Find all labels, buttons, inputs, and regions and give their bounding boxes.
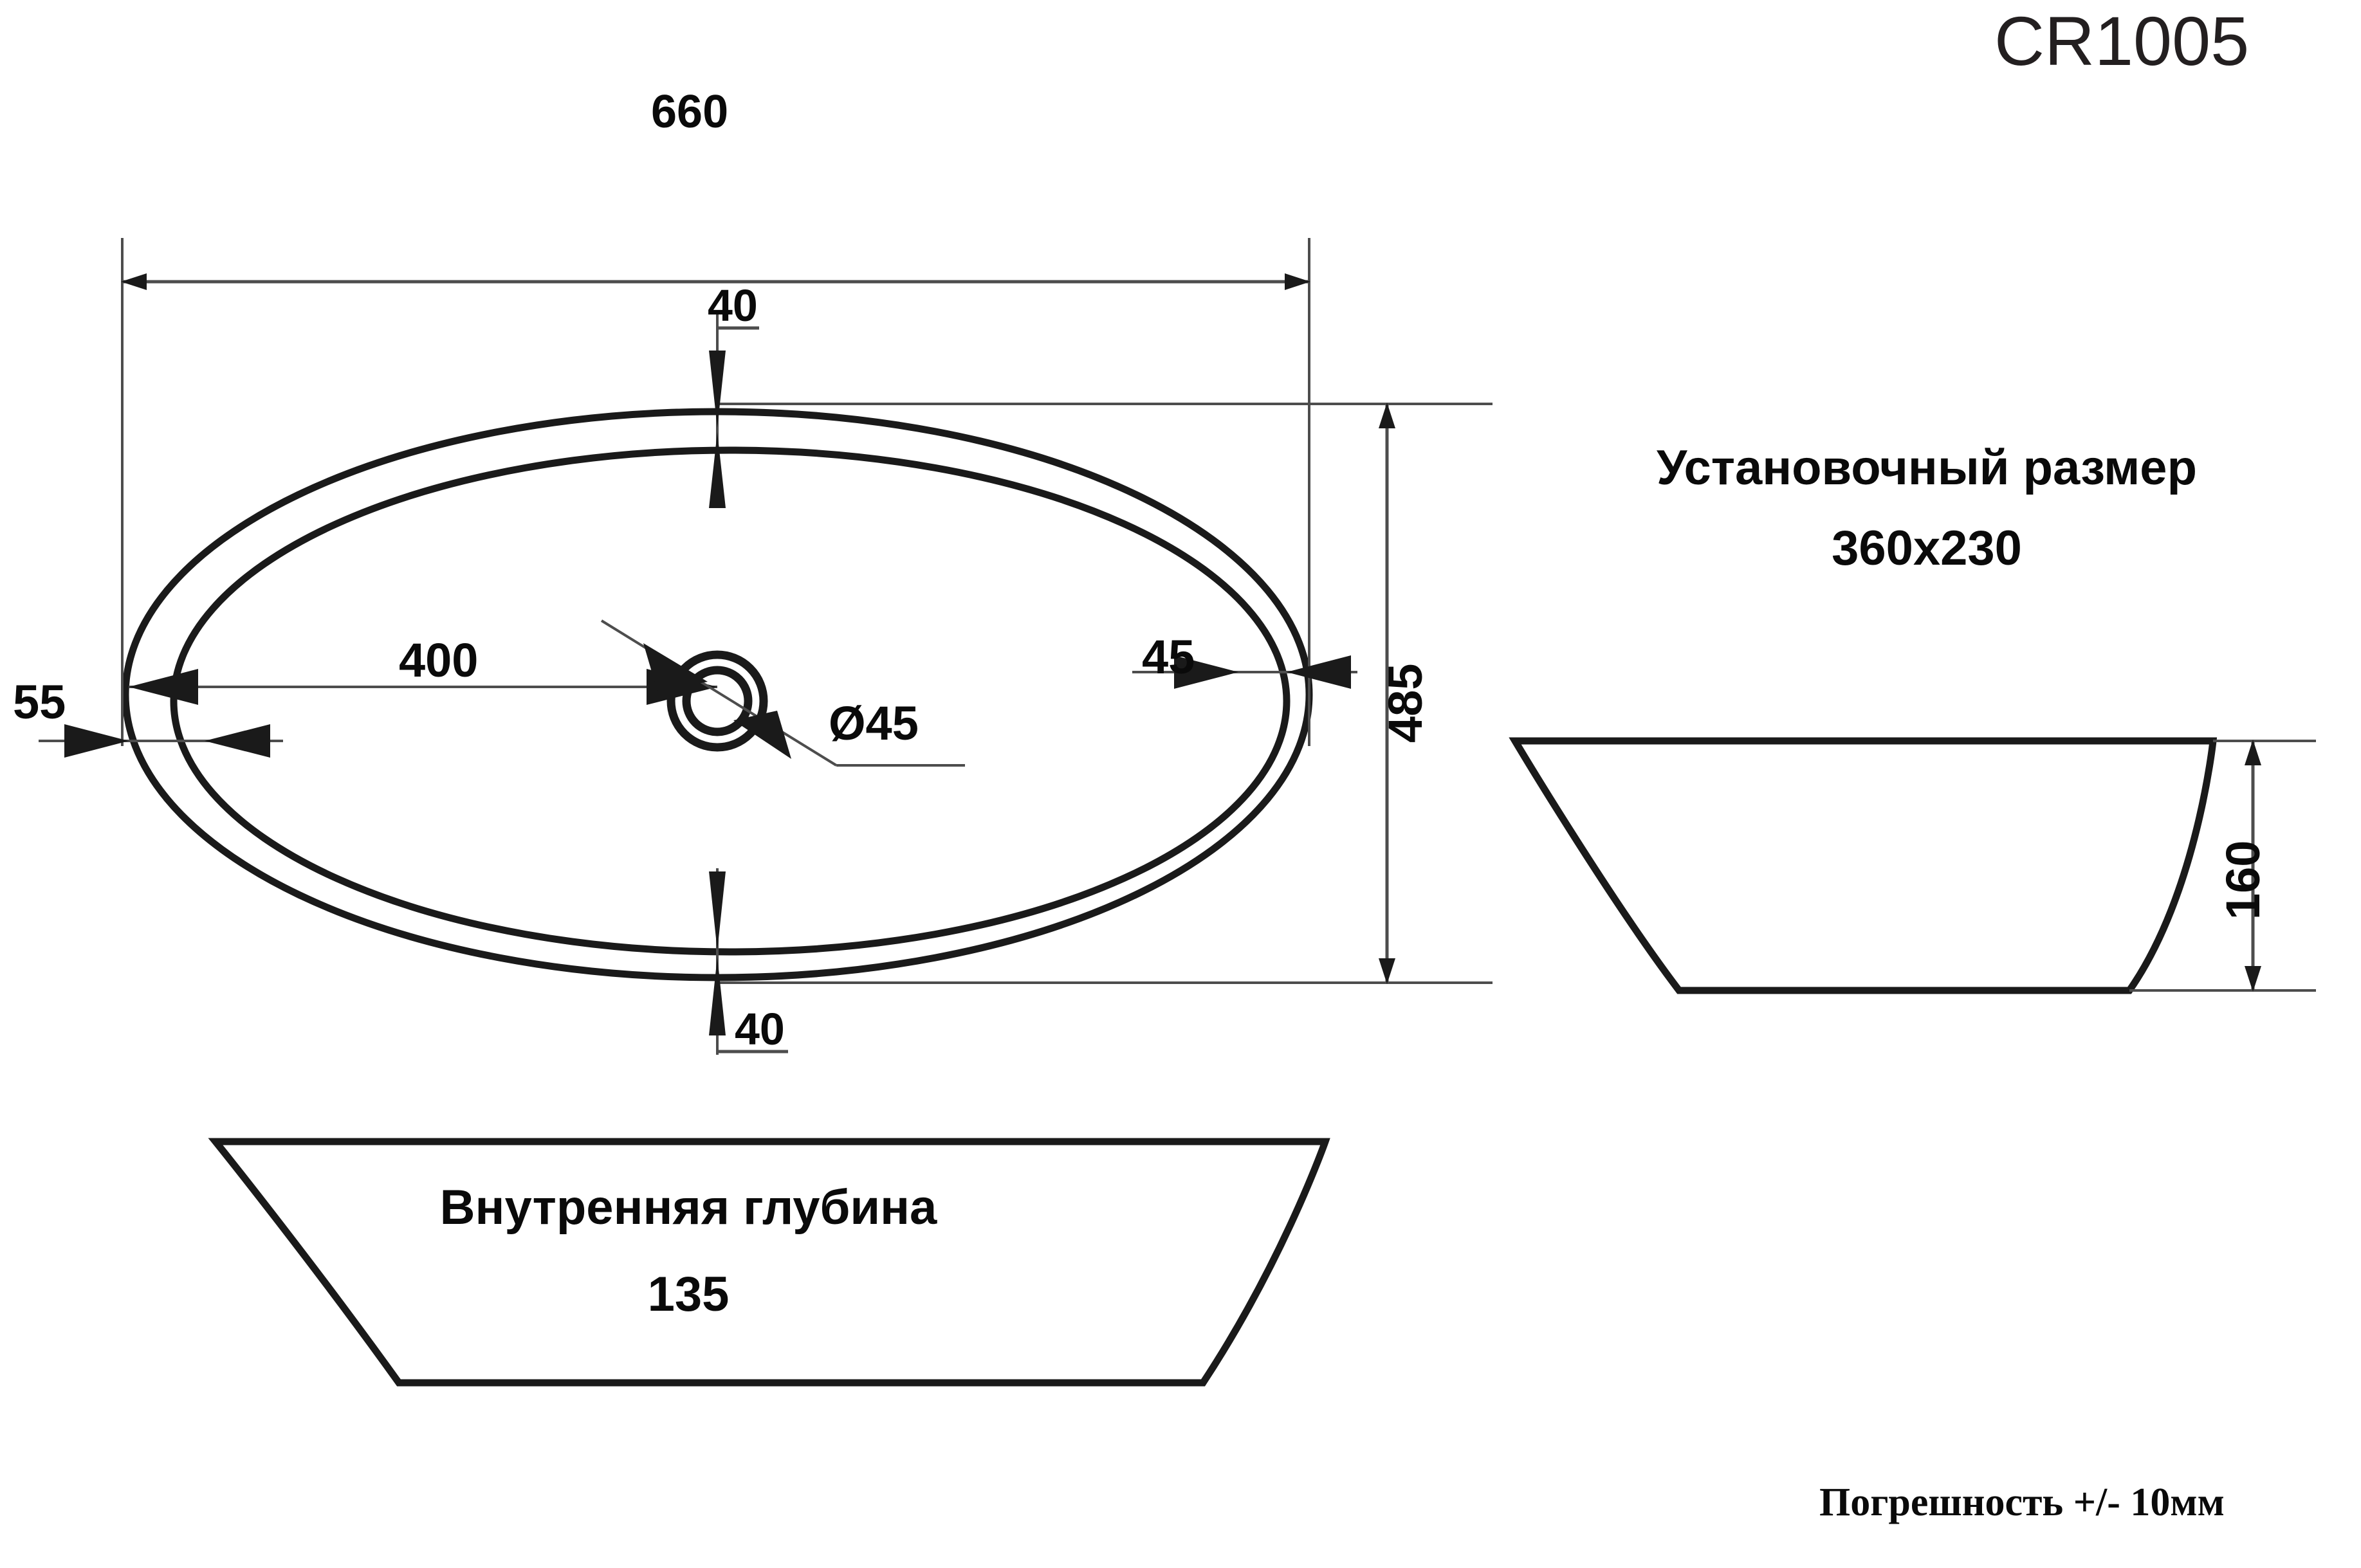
- front-section-outline: [208, 1138, 1330, 1387]
- dim-label-40-bottom: 40: [735, 1004, 785, 1054]
- drain-outer-circle: [666, 650, 768, 752]
- dim-arrow-40-bottom-down: [709, 871, 726, 951]
- dimension-40-top: [709, 326, 759, 508]
- dim-arrow-55-left: [205, 724, 270, 758]
- dim-label-55: 55: [13, 675, 66, 729]
- dim-arrow-55-right: [64, 724, 129, 758]
- dim-label-45: 45: [1142, 630, 1195, 684]
- dimension-40-bottom: [709, 871, 788, 1053]
- side-section-group: [1509, 737, 2316, 994]
- dim-label-drain-diameter: Ø45: [829, 697, 919, 750]
- page-title: CR1005: [1994, 2, 2250, 80]
- basin-inner-outline: [170, 446, 1291, 956]
- drain-inner-circle: [682, 666, 753, 736]
- dimension-55: [64, 724, 270, 758]
- note-inner-depth-line1: Внутренняя глубина: [439, 1180, 937, 1235]
- dim-label-160: 160: [2216, 840, 2270, 920]
- leader-drain-diameter: [600, 619, 965, 767]
- dim-arrow-400-left: [129, 669, 198, 705]
- dim-arrow-40-top-up: [709, 432, 726, 508]
- dim-label-660: 660: [651, 86, 729, 138]
- side-section-outline: [1509, 737, 2218, 994]
- dim-arrow-40-top-down: [709, 351, 726, 428]
- dim-label-400: 400: [399, 634, 479, 687]
- note-inner-depth-line2: 135: [647, 1267, 730, 1322]
- leader-arrow-drain-lower: [733, 711, 791, 759]
- dim-label-485: 485: [1379, 663, 1432, 743]
- leader-line-drain: [600, 619, 838, 767]
- leader-arrow-drain-upper: [643, 643, 708, 691]
- note-tolerance: Погрешность +/- 10мм: [1819, 1481, 2225, 1524]
- dimension-45: [1174, 655, 1351, 689]
- dim-arrow-40-bottom-up: [709, 957, 726, 1035]
- note-install-size-line2: 360x230: [1832, 521, 2022, 576]
- dim-arrow-45-left: [1174, 655, 1238, 689]
- dim-arrow-45-right: [1287, 655, 1351, 689]
- dim-label-40-top: 40: [708, 280, 758, 331]
- note-install-size-line1: Установочный размер: [1656, 441, 2197, 495]
- front-section-group: [208, 1138, 1330, 1387]
